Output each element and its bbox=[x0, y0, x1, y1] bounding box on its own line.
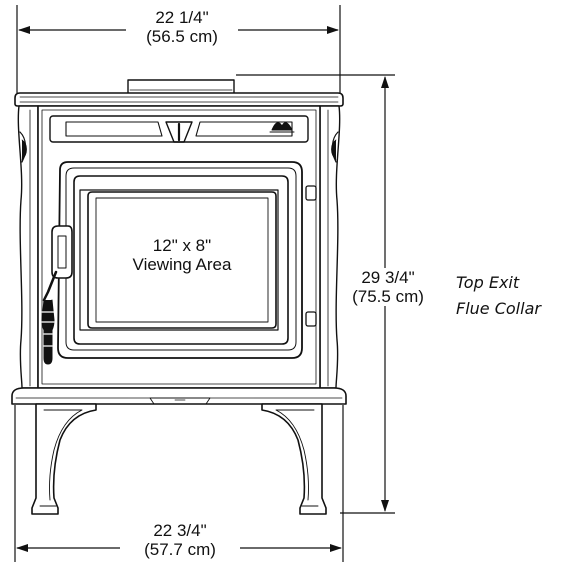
bottom-width-label: 22 3/4" (57.7 cm) bbox=[120, 521, 240, 559]
top-width-label: 22 1/4" (56.5 cm) bbox=[126, 8, 238, 46]
viewing-area-size: 12" x 8" bbox=[152, 236, 212, 255]
flue-collar-note: Top Exit Flue Collar bbox=[456, 270, 541, 322]
flue-note-line2: Flue Collar bbox=[456, 299, 541, 318]
stove-door bbox=[73, 175, 289, 345]
left-side-panel bbox=[17, 105, 39, 389]
logo-icon bbox=[269, 122, 295, 133]
flue-collar bbox=[127, 79, 235, 95]
top-width-imperial: 22 1/4" bbox=[155, 8, 209, 27]
right-side-panel bbox=[319, 105, 341, 389]
stove-base-plate bbox=[11, 387, 347, 405]
viewing-area-caption: Viewing Area bbox=[132, 255, 232, 274]
primary-air-control bbox=[165, 121, 193, 143]
stove-top-plate bbox=[14, 92, 344, 107]
flue-note-line1: Top Exit bbox=[456, 273, 520, 292]
viewing-area-glass bbox=[87, 191, 277, 329]
left-leg bbox=[31, 403, 97, 515]
bottom-width-metric: (57.7 cm) bbox=[144, 540, 216, 559]
stove-drawing bbox=[11, 79, 347, 515]
height-metric: (75.5 cm) bbox=[352, 287, 424, 306]
height-imperial: 29 3/4" bbox=[361, 268, 415, 287]
lower-hinge bbox=[305, 311, 317, 327]
upper-hinge bbox=[305, 185, 317, 201]
bottom-width-imperial: 22 3/4" bbox=[153, 521, 207, 540]
right-leg bbox=[261, 403, 327, 515]
viewing-area-label: 12" x 8" Viewing Area bbox=[102, 236, 262, 274]
top-width-metric: (56.5 cm) bbox=[146, 27, 218, 46]
height-label: 29 3/4" (75.5 cm) bbox=[338, 268, 438, 306]
stove-front-panel bbox=[37, 105, 321, 389]
door-surround bbox=[57, 161, 303, 359]
door-handle bbox=[41, 225, 73, 365]
